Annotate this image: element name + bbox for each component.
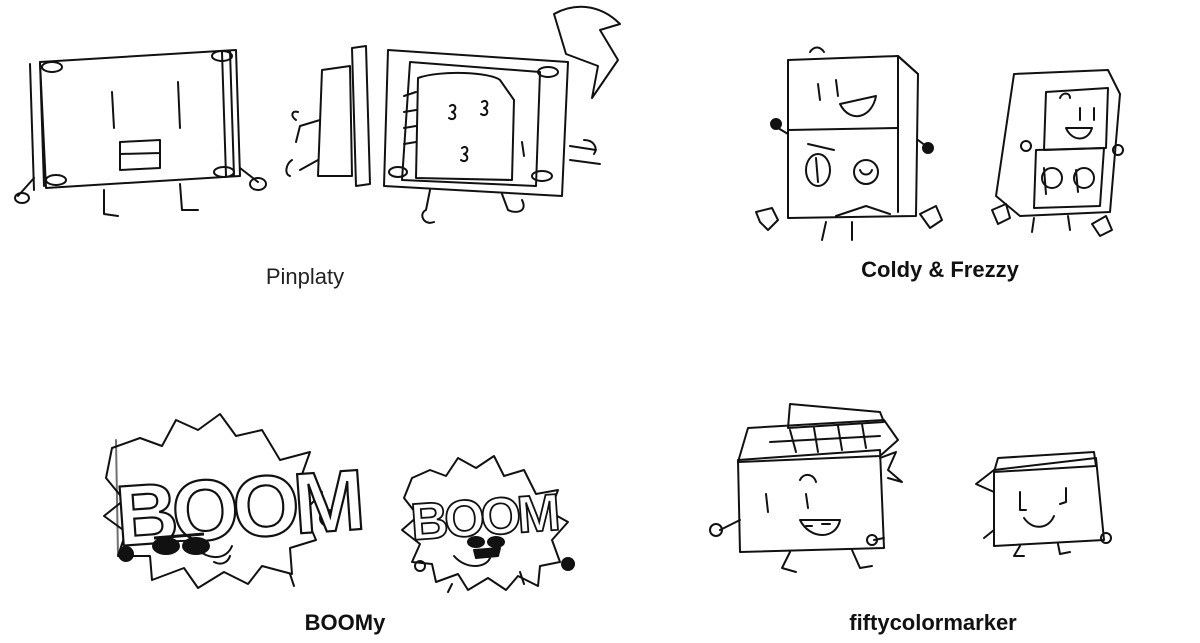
- caption-coldy-frezzy: Coldy & Frezzy: [861, 257, 1019, 282]
- fiftycolormarker-small-drawing: [975, 451, 1112, 557]
- caption-boomy: BOOMy: [304, 610, 386, 635]
- caption-fiftycolormarker: fiftycolormarker: [849, 610, 1017, 635]
- pinplaty-front-drawing: [14, 49, 267, 217]
- frezzy-drawing: [991, 69, 1124, 237]
- boomy-small-drawing: [401, 455, 575, 593]
- pinplaty-side-drawing: [285, 5, 621, 224]
- coldy-drawing: [755, 46, 943, 241]
- caption-pinplaty: Pinplaty: [265, 264, 345, 289]
- boomy-large-drawing: [103, 413, 337, 589]
- fiftycolormarker-large-drawing: [709, 403, 903, 573]
